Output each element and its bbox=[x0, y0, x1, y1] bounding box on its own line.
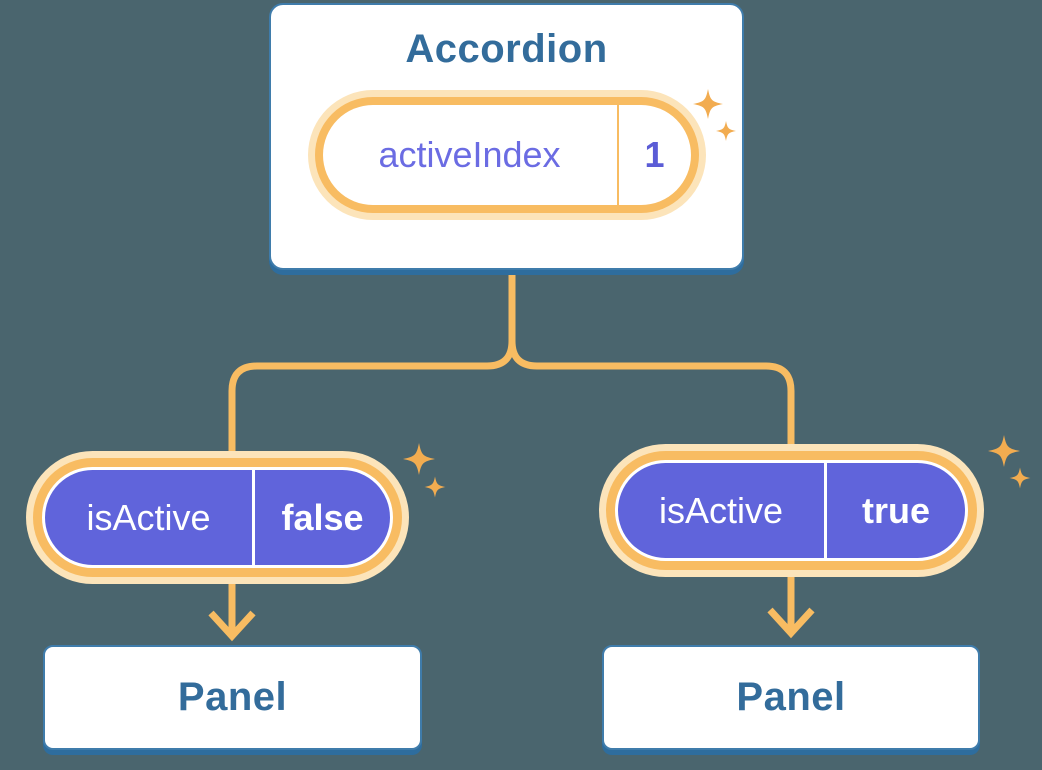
sparkle-icon bbox=[1009, 467, 1031, 489]
state-pill-label: activeIndex bbox=[378, 134, 561, 175]
prop-pill-value: false bbox=[252, 470, 390, 565]
panel-card-left: Panel bbox=[43, 645, 422, 750]
branch-line-right bbox=[508, 268, 795, 633]
arrow-down-icon bbox=[767, 607, 815, 639]
prop-pill-label: isActive bbox=[658, 489, 784, 531]
sparkle-icon bbox=[403, 443, 435, 475]
prop-pill-value: true bbox=[824, 463, 965, 558]
panel-title: Panel bbox=[736, 675, 846, 719]
prop-pill-false: isActive false bbox=[42, 467, 393, 568]
sparkle-icon bbox=[988, 435, 1020, 467]
panel-title: Panel bbox=[177, 675, 288, 719]
state-pill-value: 1 bbox=[616, 105, 691, 205]
branch-line-left bbox=[228, 268, 516, 636]
sparkle-icon bbox=[424, 476, 446, 498]
panel-card-right: Panel bbox=[602, 645, 980, 750]
accordion-card: Accordion activeIndex 1 bbox=[269, 3, 744, 270]
prop-pill-true: isActive true bbox=[615, 460, 968, 561]
accordion-title: Accordion bbox=[405, 27, 608, 71]
state-pill: activeIndex 1 bbox=[322, 105, 691, 205]
arrow-down-icon bbox=[208, 610, 256, 642]
prop-pill-label: isActive bbox=[86, 496, 211, 538]
